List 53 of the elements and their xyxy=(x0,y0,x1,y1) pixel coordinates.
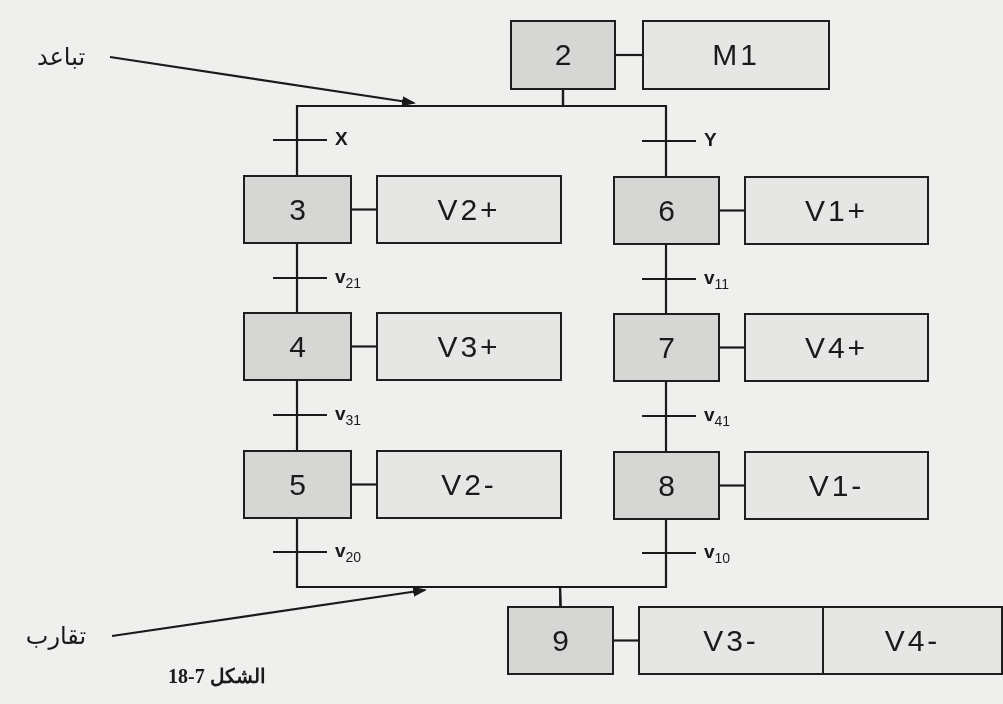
action-box xyxy=(642,20,830,90)
node-text: V2+ xyxy=(437,192,501,227)
step-box xyxy=(613,176,720,245)
connector-line xyxy=(664,382,668,451)
connector-line xyxy=(352,483,376,486)
node-text: V3- xyxy=(703,623,759,658)
action-box xyxy=(376,312,562,381)
node-text: V2- xyxy=(441,467,497,502)
connector-line xyxy=(352,345,376,348)
node-text: M1 xyxy=(712,38,760,72)
node-text: V1- xyxy=(808,468,865,503)
connector-line xyxy=(720,346,744,349)
leader-line xyxy=(111,586,427,638)
action-box xyxy=(822,606,1003,675)
node-text: 8 xyxy=(658,468,675,503)
figure-caption: الشكل 7-18 xyxy=(168,664,266,688)
connector-line xyxy=(720,209,744,212)
node-text: تباعد xyxy=(36,43,86,71)
action-box xyxy=(376,450,562,519)
action-box xyxy=(744,313,929,382)
action-box xyxy=(744,451,929,520)
node-text: V4+ xyxy=(804,330,869,365)
connector-line xyxy=(664,245,668,313)
connector-line xyxy=(558,520,668,607)
connector-line xyxy=(352,208,376,211)
connector-line xyxy=(561,90,668,176)
node-text: تقارب xyxy=(25,622,87,650)
node-text: 2 xyxy=(554,38,572,72)
connector-line xyxy=(720,484,744,487)
step-box xyxy=(507,606,614,675)
connector-line xyxy=(295,381,299,450)
step-box xyxy=(243,450,352,519)
node-text: 7 xyxy=(658,330,675,365)
connector-line xyxy=(616,53,642,57)
action-box xyxy=(376,175,562,244)
connector-line xyxy=(614,639,638,642)
node-text: V1+ xyxy=(804,193,869,228)
node-text: 3 xyxy=(289,192,306,227)
connector-line xyxy=(295,244,299,312)
action-box xyxy=(744,176,929,245)
node-text: 5 xyxy=(289,467,306,502)
node-text: V3+ xyxy=(437,329,501,364)
action-box xyxy=(638,606,824,675)
node-text: 9 xyxy=(552,623,569,658)
node-text: V4- xyxy=(884,623,941,658)
step-box xyxy=(510,20,616,90)
step-box xyxy=(243,175,352,244)
node-text: 6 xyxy=(658,193,675,228)
step-box xyxy=(613,313,720,382)
step-box xyxy=(243,312,352,381)
step-box xyxy=(613,451,720,520)
leader-line xyxy=(109,55,416,107)
node-text: 4 xyxy=(289,329,306,364)
